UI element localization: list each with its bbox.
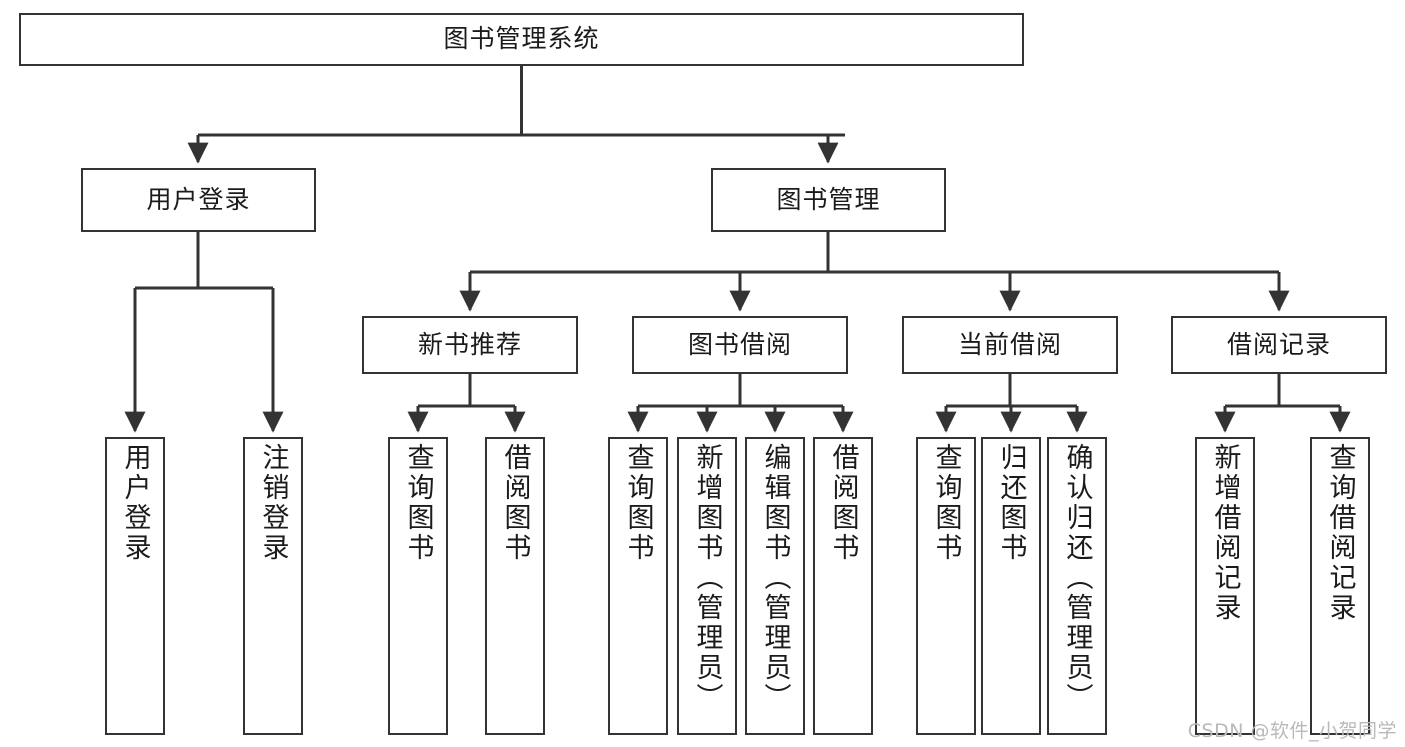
node-root-label: 图书管理系统 [443,24,600,54]
node-current-borrow-label: 当前借阅 [957,329,1062,359]
node-current-borrow[interactable]: 当前借阅 [902,316,1118,374]
leaf-record-query-label: 查询借阅记录 [1324,443,1356,623]
leaf-borrow-add-book[interactable]: 新增图书（管理员） [677,437,737,735]
leaf-current-return-book[interactable]: 归还图书 [981,437,1041,735]
leaf-borrow-borrow-book-label: 借阅图书 [827,443,859,563]
leaf-current-query-book-label: 查询图书 [930,443,962,563]
node-borrow-record[interactable]: 借阅记录 [1171,316,1387,374]
leaf-current-return-book-label: 归还图书 [995,443,1027,563]
leaf-record-add-label: 新增借阅记录 [1209,443,1241,623]
leaf-current-confirm-return-label: 确认归还（管理员） [1061,443,1093,713]
leaf-borrow-query-book-label: 查询图书 [622,443,654,563]
watermark: CSDN @软件_小贺同学 [1187,720,1397,742]
leaf-record-query[interactable]: 查询借阅记录 [1310,437,1370,735]
node-user-login[interactable]: 用户登录 [81,168,316,232]
node-new-book-recommend-label: 新书推荐 [417,329,522,359]
leaf-borrow-borrow-book[interactable]: 借阅图书 [813,437,873,735]
node-user-login-label: 用户登录 [146,184,251,214]
leaf-record-add[interactable]: 新增借阅记录 [1195,437,1255,735]
node-borrow-record-label: 借阅记录 [1226,329,1331,359]
leaf-borrow-query-book[interactable]: 查询图书 [608,437,668,735]
leaf-recommend-query-book-label: 查询图书 [402,443,434,563]
leaf-recommend-borrow-book[interactable]: 借阅图书 [485,437,545,735]
leaf-user-login[interactable]: 用户登录 [105,437,165,735]
leaf-borrow-edit-book[interactable]: 编辑图书（管理员） [745,437,805,735]
node-book-manage-label: 图书管理 [776,184,881,214]
node-book-manage[interactable]: 图书管理 [711,168,946,232]
leaf-recommend-query-book[interactable]: 查询图书 [388,437,448,735]
leaf-borrow-edit-book-label: 编辑图书（管理员） [759,443,791,713]
node-root[interactable]: 图书管理系统 [19,13,1024,66]
leaf-current-query-book[interactable]: 查询图书 [916,437,976,735]
leaf-user-login-label: 用户登录 [119,443,151,563]
leaf-logout-label: 注销登录 [257,443,289,563]
node-book-borrow-label: 图书借阅 [687,329,792,359]
node-new-book-recommend[interactable]: 新书推荐 [362,316,578,374]
node-book-borrow[interactable]: 图书借阅 [632,316,848,374]
leaf-recommend-borrow-book-label: 借阅图书 [499,443,531,563]
leaf-borrow-add-book-label: 新增图书（管理员） [691,443,723,713]
leaf-logout[interactable]: 注销登录 [243,437,303,735]
leaf-current-confirm-return[interactable]: 确认归还（管理员） [1047,437,1107,735]
